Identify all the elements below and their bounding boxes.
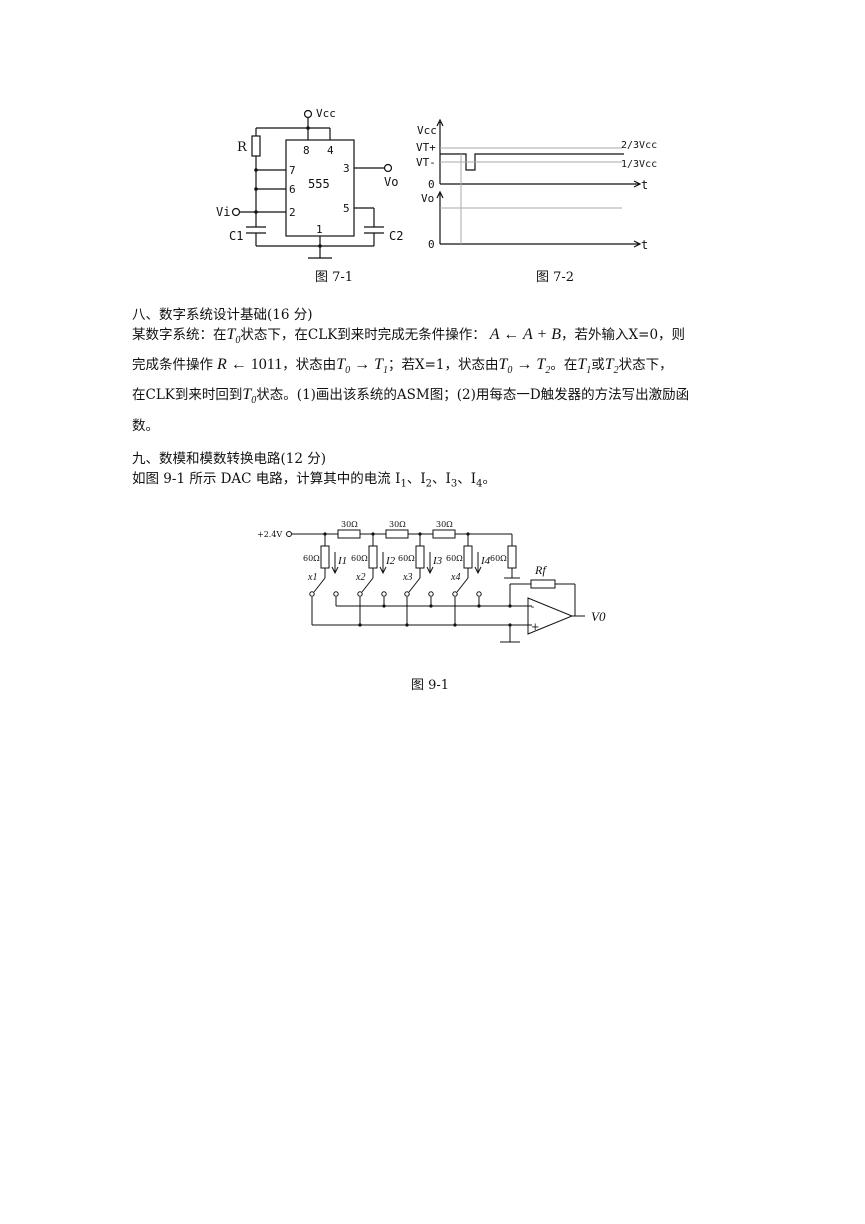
vcc-terminal bbox=[303, 109, 313, 119]
pin-2: 2 bbox=[289, 206, 296, 219]
transition-t0-t1: T0 → T1 bbox=[336, 356, 388, 377]
current-i4-label: I4 bbox=[480, 555, 491, 567]
resistor-r bbox=[251, 135, 261, 157]
section-8-heading: 八、数字系统设计基础(16 分) bbox=[132, 307, 313, 323]
pin-8: 8 bbox=[303, 144, 310, 157]
switch-x4 bbox=[456, 577, 469, 593]
shunt-resistor-3 bbox=[415, 545, 425, 569]
series-resistor-3 bbox=[432, 529, 456, 539]
shunt-r-label-4: 60Ω bbox=[446, 554, 463, 563]
pin-4: 4 bbox=[327, 144, 334, 157]
figure-7-1: Vcc R 8 4 7 6 2 3 5 1 555 Vo Vi C1 C2 图 … bbox=[216, 107, 403, 285]
t-axis-label-upper: t bbox=[641, 178, 648, 192]
section-8-line-2: 完成条件操作 R ← 1011，状态由T0 → T1；若X=1，状态由T0 → … bbox=[132, 356, 673, 377]
section-8-body: 某数字系统：在T0状态下，在CLK到来时完成无条件操作： A ← A + B，若… bbox=[132, 323, 737, 438]
switch-x3-label: x3 bbox=[402, 572, 412, 583]
r-label: R bbox=[237, 140, 248, 155]
section-8-line-1: 某数字系统：在T0状态下，在CLK到来时完成无条件操作： A ← A + B，若… bbox=[132, 326, 686, 347]
section-9-body: 如图 9-1 所示 DAC 电路，计算其中的电流 I1、I2、I3、I4。 bbox=[132, 471, 496, 490]
shunt-resistor-5 bbox=[507, 545, 517, 569]
series-r-label-2: 30Ω bbox=[389, 520, 406, 529]
c2-label: C2 bbox=[389, 229, 403, 243]
series-resistor-2 bbox=[385, 529, 409, 539]
switch-x4-label: x4 bbox=[450, 572, 460, 583]
unconditional-op: A ← A + B bbox=[485, 326, 562, 343]
one-third-vcc-label: 1/3Vcc bbox=[621, 159, 657, 170]
vcc-label: Vcc bbox=[316, 107, 336, 120]
series-r-label-1: 30Ω bbox=[341, 520, 358, 529]
shunt-r-label-2: 60Ω bbox=[351, 554, 368, 563]
output-v0-label: V0 bbox=[591, 609, 606, 624]
section-8-line-3: 在CLK到来时回到T0状态。(1)画出该系统的ASM图；(2)用每态一D触发器的… bbox=[132, 386, 690, 407]
current-i1-label: I1 bbox=[337, 555, 347, 567]
c1-label: C1 bbox=[229, 229, 243, 243]
vtminus-tick: VT- bbox=[416, 156, 436, 169]
switch-x2-label: x2 bbox=[355, 572, 365, 583]
switch-x2 bbox=[361, 577, 374, 593]
vcc-tick: Vcc bbox=[417, 124, 437, 137]
vi-waveform bbox=[440, 153, 624, 171]
pin-3: 3 bbox=[343, 162, 350, 175]
shunt-r-label-1: 60Ω bbox=[303, 554, 320, 563]
figure-9-1: +2.4V 30Ω 30Ω 30Ω 60Ω 60Ω 60Ω 60Ω 60Ω I1… bbox=[257, 520, 606, 693]
zero-tick-lower: 0 bbox=[428, 238, 435, 251]
pin-7: 7 bbox=[289, 164, 296, 177]
vi-label: Vi bbox=[216, 205, 230, 219]
figure-7-2-caption: 图 7-2 bbox=[536, 270, 574, 285]
section-8-line-4: 数。 bbox=[132, 417, 159, 434]
vtplus-tick: VT+ bbox=[416, 141, 436, 154]
pin-1: 1 bbox=[316, 223, 323, 236]
zero-tick-upper: 0 bbox=[428, 178, 435, 191]
state-t0: T0 bbox=[226, 326, 241, 347]
figure-9-1-caption: 图 9-1 bbox=[411, 678, 449, 693]
rf-label: Rf bbox=[534, 563, 547, 577]
shunt-r-label-3: 60Ω bbox=[398, 554, 415, 563]
pin-6: 6 bbox=[289, 183, 296, 196]
vo-axis-label: Vo bbox=[421, 192, 434, 205]
t-axis-label-lower: t bbox=[641, 238, 648, 252]
switch-x3 bbox=[408, 577, 421, 593]
chip-label: 555 bbox=[308, 177, 330, 191]
op-amp bbox=[527, 597, 574, 635]
shunt-resistor-2 bbox=[368, 545, 378, 569]
conditional-op: R bbox=[213, 356, 227, 374]
shunt-r-label-5: 60Ω bbox=[490, 554, 507, 563]
pin-5: 5 bbox=[343, 202, 350, 215]
current-list: I1、I2、I3、I4 bbox=[395, 471, 483, 490]
vo-label: Vo bbox=[384, 175, 398, 189]
feedback-resistor-rf bbox=[530, 579, 556, 589]
source-label: +2.4V bbox=[257, 530, 282, 539]
figure-7-2: Vcc VT+ VT- 0 2/3Vcc 1/3Vcc t Vo 0 t 图 7… bbox=[416, 118, 657, 285]
current-i2-label: I2 bbox=[385, 555, 396, 567]
opamp-minus-label: - bbox=[531, 602, 534, 613]
current-i3-label: I3 bbox=[432, 555, 443, 567]
section-9-heading: 九、数模和模数转换电路(12 分) bbox=[132, 451, 327, 467]
figure-7-1-caption: 图 7-1 bbox=[315, 270, 353, 285]
shunt-resistor-1 bbox=[320, 545, 330, 569]
switch-x1-label: x1 bbox=[307, 572, 317, 583]
opamp-plus-label: + bbox=[531, 622, 539, 633]
two-thirds-vcc-label: 2/3Vcc bbox=[621, 140, 657, 151]
series-resistor-1 bbox=[337, 529, 361, 539]
transition-t0-t2: T0 → T2 bbox=[498, 356, 551, 377]
switch-x1 bbox=[313, 577, 326, 593]
shunt-resistor-4 bbox=[463, 545, 473, 569]
series-r-label-3: 30Ω bbox=[436, 520, 453, 529]
